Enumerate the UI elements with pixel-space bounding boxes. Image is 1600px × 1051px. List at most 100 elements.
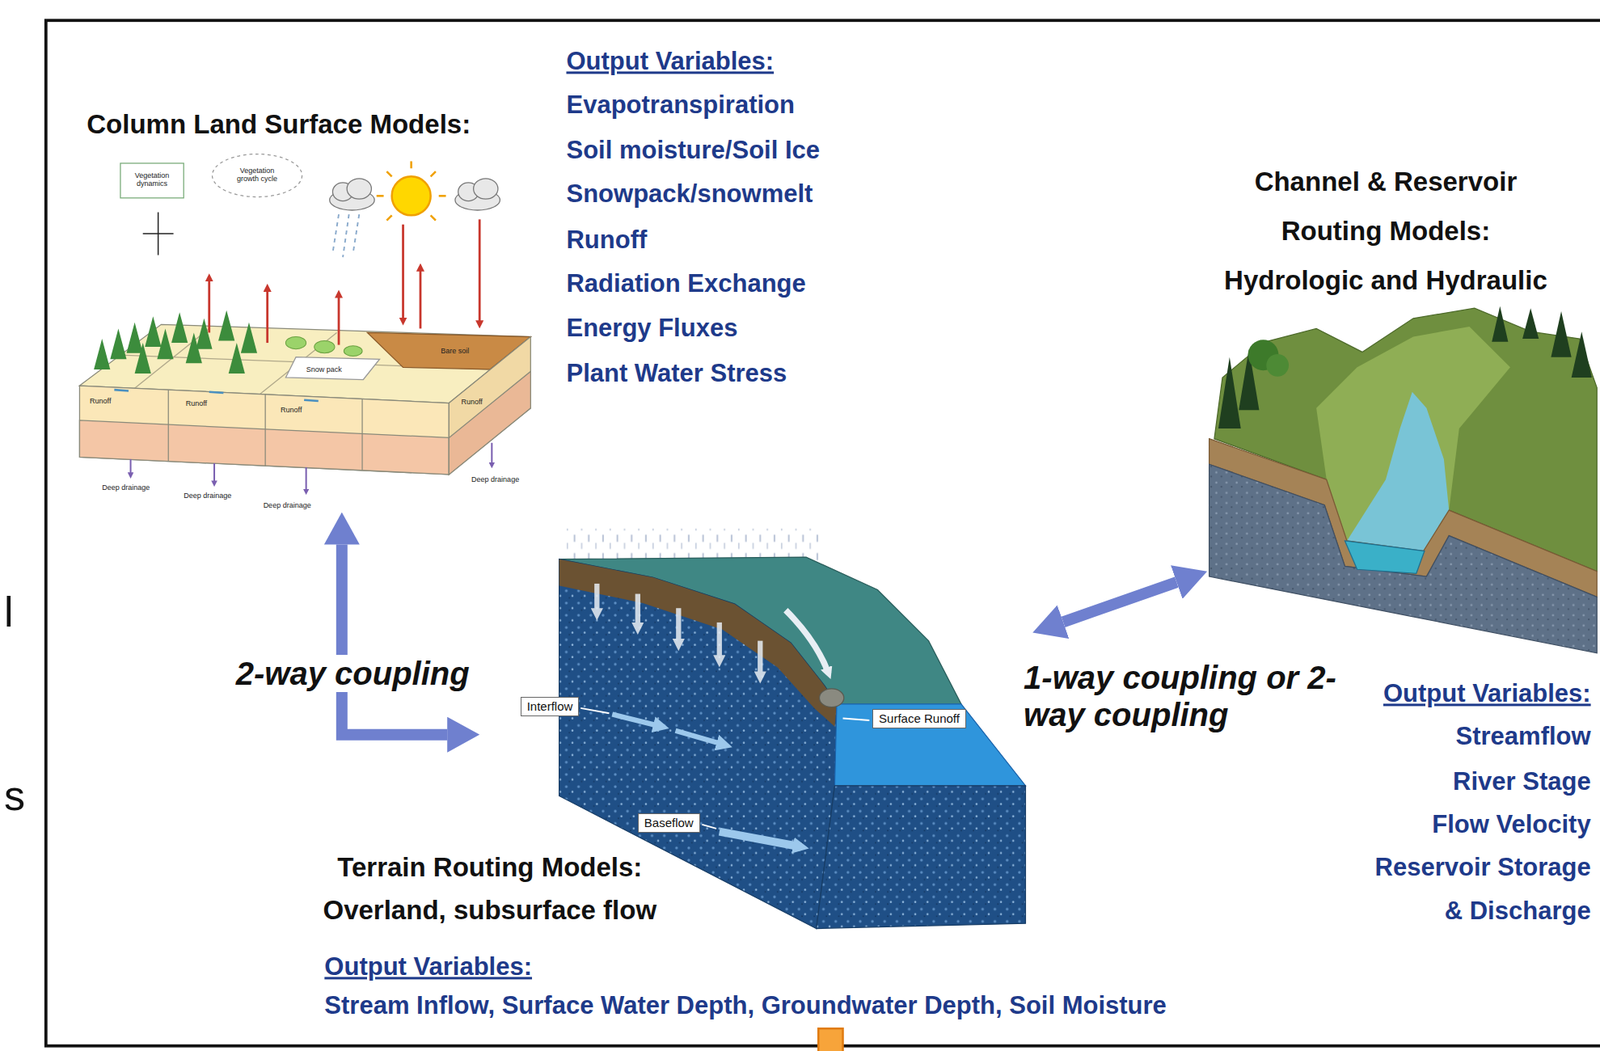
land-surface-illustration bbox=[342, 214, 350, 258]
model-title: Channel & Reservoir bbox=[1254, 165, 1518, 199]
terrain-illustration bbox=[816, 785, 1026, 929]
terrain-illustration bbox=[717, 622, 722, 662]
output-heading: Output Variables: bbox=[1383, 679, 1592, 710]
tree-symbol bbox=[1218, 357, 1242, 429]
text-slot: Terrain Routing Models: bbox=[337, 851, 642, 884]
land-surface-illustration bbox=[130, 443, 493, 493]
output-variable: Energy Fluxes bbox=[565, 313, 738, 344]
terrain-illustration bbox=[675, 730, 726, 746]
land-surface-illustration bbox=[240, 322, 258, 354]
land-surface-illustration bbox=[285, 336, 306, 349]
text-slot: Output Variables: bbox=[565, 46, 774, 76]
terrain-illustration bbox=[635, 594, 641, 630]
text-slot: s bbox=[4, 770, 26, 821]
illustration-note: Runoff bbox=[89, 396, 111, 406]
land-surface-illustration bbox=[448, 371, 531, 474]
sun-symbol bbox=[376, 194, 385, 198]
text-slot: Flow Velocity bbox=[1431, 809, 1591, 840]
output-variable: Soil moisture/Soil Ice bbox=[565, 135, 820, 165]
cropped-letter: s bbox=[4, 770, 26, 821]
text-slot: Channel & Reservoir bbox=[1254, 165, 1518, 199]
text-slot: Overland, subsurface flow bbox=[322, 894, 657, 927]
land-surface-illustration bbox=[490, 443, 493, 466]
model-title: Routing Models: bbox=[1281, 215, 1491, 249]
land-surface-illustration bbox=[361, 398, 363, 470]
text-slot: Energy Fluxes bbox=[565, 313, 738, 344]
model-title: Hydrologic and Hydraulic bbox=[1224, 264, 1548, 297]
text-slot: Routing Models: bbox=[1281, 215, 1491, 249]
text-slot: Stream Inflow, Surface Water Depth, Grou… bbox=[324, 991, 1167, 1022]
land-surface-illustration bbox=[144, 316, 161, 347]
terrain-illustration bbox=[612, 713, 662, 727]
text-slot: Runoff bbox=[280, 405, 302, 415]
coupling-arrow bbox=[341, 544, 448, 735]
text-slot: Vegetation dynamics bbox=[130, 173, 174, 190]
flow-tag: Surface Runoff bbox=[872, 709, 967, 729]
land-surface-illustration bbox=[207, 277, 211, 333]
land-surface-illustration bbox=[113, 389, 318, 402]
land-surface-illustration bbox=[448, 336, 531, 474]
text-slot: Evapotranspiration bbox=[565, 89, 795, 120]
model-title: Column Land Surface Models: bbox=[86, 108, 471, 141]
land-surface-illustration bbox=[93, 310, 258, 374]
model-panel: Column Land Surface Models: Output Variab… bbox=[76, 40, 843, 512]
land-surface-illustration bbox=[332, 214, 359, 258]
edge-label: 1-way coupling or 2-way coupling bbox=[1020, 658, 1351, 734]
terrain-illustration bbox=[612, 713, 801, 847]
land-surface-illustration bbox=[79, 385, 449, 475]
land-surface-illustration bbox=[213, 463, 216, 484]
tree-symbol bbox=[1266, 354, 1289, 377]
text-slot: River Stage bbox=[1452, 766, 1592, 797]
land-surface-illustration bbox=[79, 154, 531, 493]
land-surface-illustration bbox=[305, 467, 308, 492]
land-surface-illustration bbox=[209, 219, 480, 345]
land-surface-illustration bbox=[168, 389, 169, 461]
land-surface-illustration bbox=[113, 389, 129, 391]
terrain-illustration bbox=[594, 583, 600, 615]
text-slot: Deep drainage bbox=[101, 483, 150, 493]
text-slot: Runoff bbox=[565, 224, 647, 255]
land-surface-illustration bbox=[419, 267, 423, 330]
tree-symbol bbox=[1218, 306, 1592, 429]
channel-illustration bbox=[1346, 392, 1449, 552]
output-heading: Output Variables: bbox=[324, 952, 532, 983]
flow-tag-text: Baseflow bbox=[644, 815, 694, 831]
text-slot: Deep drainage bbox=[183, 491, 232, 501]
text-slot: l bbox=[4, 586, 14, 638]
output-variable: Evapotranspiration bbox=[565, 89, 795, 120]
leader-line bbox=[701, 824, 717, 829]
tree-symbol bbox=[1571, 331, 1592, 378]
flow-tag: Interflow bbox=[520, 696, 580, 717]
leader-line bbox=[580, 708, 870, 829]
terrain-illustration bbox=[596, 583, 760, 678]
tree-symbol bbox=[1522, 308, 1539, 339]
text-slot: Vegetation growth cycle bbox=[235, 167, 279, 184]
terrain-illustration bbox=[675, 607, 681, 645]
land-surface-illustration bbox=[130, 459, 132, 476]
land-surface-illustration bbox=[343, 346, 363, 357]
output-heading: Output Variables: bbox=[565, 46, 774, 76]
land-surface-illustration bbox=[93, 338, 110, 370]
flow-tag: Baseflow bbox=[637, 813, 701, 833]
model-panel: Terrain Routing Models:Overland, subsurf… bbox=[479, 551, 1033, 934]
output-variable: Stream Inflow, Surface Water Depth, Grou… bbox=[324, 991, 1167, 1022]
gas-exchange-symbol bbox=[143, 232, 174, 235]
sun-symbol bbox=[376, 160, 447, 220]
tree-symbol bbox=[1550, 311, 1571, 358]
land-surface-illustration bbox=[126, 322, 144, 354]
cropped-letter: l bbox=[4, 586, 14, 638]
sun-symbol bbox=[409, 160, 413, 169]
land-surface-illustration bbox=[109, 328, 127, 359]
output-variable: Runoff bbox=[565, 224, 647, 255]
land-surface-illustration bbox=[120, 163, 184, 199]
channel-illustration bbox=[1344, 540, 1424, 574]
sun-symbol bbox=[386, 171, 392, 177]
illustration-note: Deep drainage bbox=[263, 500, 312, 510]
text-slot: Deep drainage bbox=[471, 475, 520, 485]
text-slot: Streamflow bbox=[1456, 721, 1592, 752]
cloud-symbol bbox=[473, 178, 499, 199]
output-variable: Streamflow bbox=[1456, 721, 1592, 752]
illustration-note: Deep drainage bbox=[471, 475, 520, 485]
flow-tag-text: Interflow bbox=[527, 699, 574, 714]
